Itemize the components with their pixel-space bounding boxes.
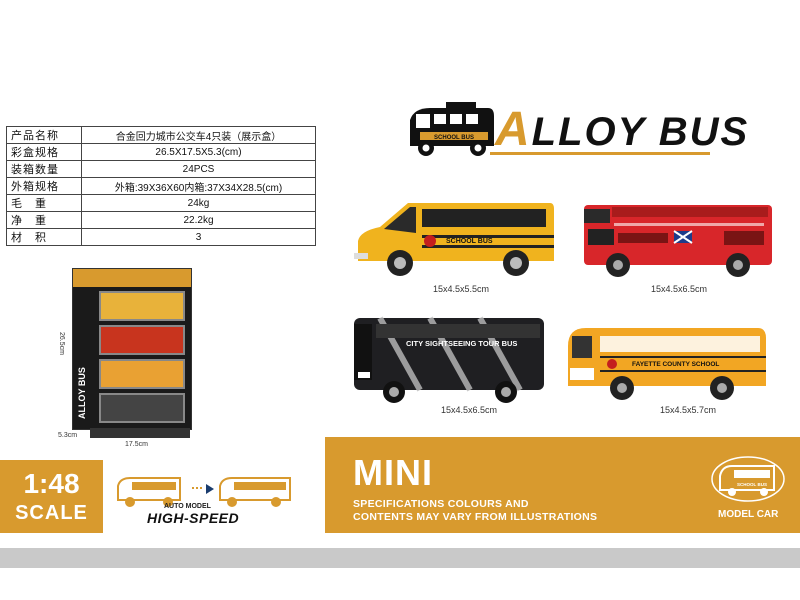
- retro-school-bus-image: FAYETTE COUNTY SCHOOL: [568, 328, 766, 400]
- spec-value: 外箱:39X36X60内箱:37X34X28.5(cm): [81, 177, 316, 195]
- spec-label: 材 积: [6, 228, 82, 246]
- spec-label: 装箱数量: [6, 160, 82, 178]
- bus-size-label: 15x4.5x6.5cm: [651, 284, 708, 294]
- svg-text:SCHOOL BUS: SCHOOL BUS: [737, 482, 767, 487]
- spec-value: 合金回力城市公交车4只装（展示盒）: [81, 126, 316, 144]
- spec-row: 产品名称合金回力城市公交车4只装（展示盒）: [6, 126, 316, 144]
- spec-value: 24kg: [81, 194, 316, 212]
- spec-label: 毛 重: [6, 194, 82, 212]
- box-base: [90, 428, 190, 438]
- sightseeing-bus-image: CITY SIGHTSEEING TOUR BUS: [354, 316, 544, 403]
- bus-size-label: 15x4.5x6.5cm: [441, 405, 498, 415]
- spec-label: 产品名称: [6, 126, 82, 144]
- brand-title: ALLOY BUS: [495, 103, 750, 156]
- scale-panel: [0, 460, 103, 533]
- model-car-label: MODEL CAR: [718, 509, 779, 520]
- spec-label: 彩盒规格: [6, 143, 82, 161]
- box-width-label: 17.5cm: [125, 441, 148, 448]
- display-box: ALLOY BUS: [72, 268, 192, 430]
- brand-bus-icon: SCHOOL BUS: [410, 102, 494, 156]
- disclaimer-line-1: SPECIFICATIONS COLOURS AND: [353, 498, 529, 510]
- disclaimer-line-2: CONTENTS MAY VARY FROM ILLUSTRATIONS: [353, 511, 598, 523]
- spec-value: 22.2kg: [81, 211, 316, 229]
- svg-text:SCHOOL BUS: SCHOOL BUS: [446, 238, 493, 245]
- model-car-bus-icon: SCHOOL BUS: [711, 456, 785, 502]
- high-speed-label: HIGH-SPEED: [147, 510, 240, 526]
- spec-label: 外箱规格: [6, 177, 82, 195]
- auto-model-label: AUTO MODEL: [164, 503, 211, 510]
- spec-value: 26.5X17.5X5.3(cm): [81, 143, 316, 161]
- brand-underline: [490, 152, 710, 155]
- spec-row: 外箱规格外箱:39X36X60内箱:37X34X28.5(cm): [6, 177, 316, 195]
- footer-bar: [0, 548, 800, 568]
- scale-label: SCALE: [15, 502, 88, 524]
- svg-text:CITY SIGHTSEEING TOUR BUS: CITY SIGHTSEEING TOUR BUS: [406, 339, 517, 348]
- bus-size-label: 15x4.5x5.7cm: [660, 405, 717, 415]
- box-brand-text: ALLOY BUS: [77, 367, 87, 419]
- box-height-label: 26.5cm: [57, 332, 65, 355]
- scale-ratio: 1:48: [23, 468, 80, 499]
- spec-value: 3: [81, 228, 316, 246]
- pullback-bus-icons: [117, 477, 291, 507]
- mini-title: MINI: [353, 452, 433, 493]
- box-depth-label: 5.3cm: [58, 432, 78, 439]
- school-bus-image: SCHOOL BUS: [354, 203, 554, 276]
- svg-text:SCHOOL BUS: SCHOOL BUS: [434, 135, 474, 141]
- double-decker-bus-image: [584, 205, 772, 277]
- svg-text:FAYETTE COUNTY SCHOOL: FAYETTE COUNTY SCHOOL: [632, 361, 719, 368]
- bus-size-label: 15x4.5x5.5cm: [433, 284, 490, 294]
- spec-label: 净 重: [6, 211, 82, 229]
- spec-value: 24PCS: [81, 160, 316, 178]
